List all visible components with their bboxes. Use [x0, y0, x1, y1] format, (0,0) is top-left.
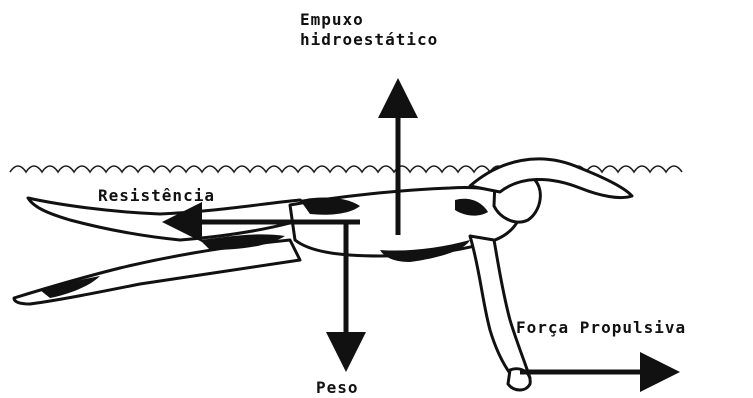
propulsion-label: Força Propulsiva	[516, 318, 686, 338]
weight-label: Peso	[316, 378, 359, 398]
drag-label: Resistência	[98, 186, 215, 206]
buoyancy-label-line2: hidroestático	[300, 30, 438, 49]
buoyancy-label-line1: Empuxo	[300, 10, 364, 29]
